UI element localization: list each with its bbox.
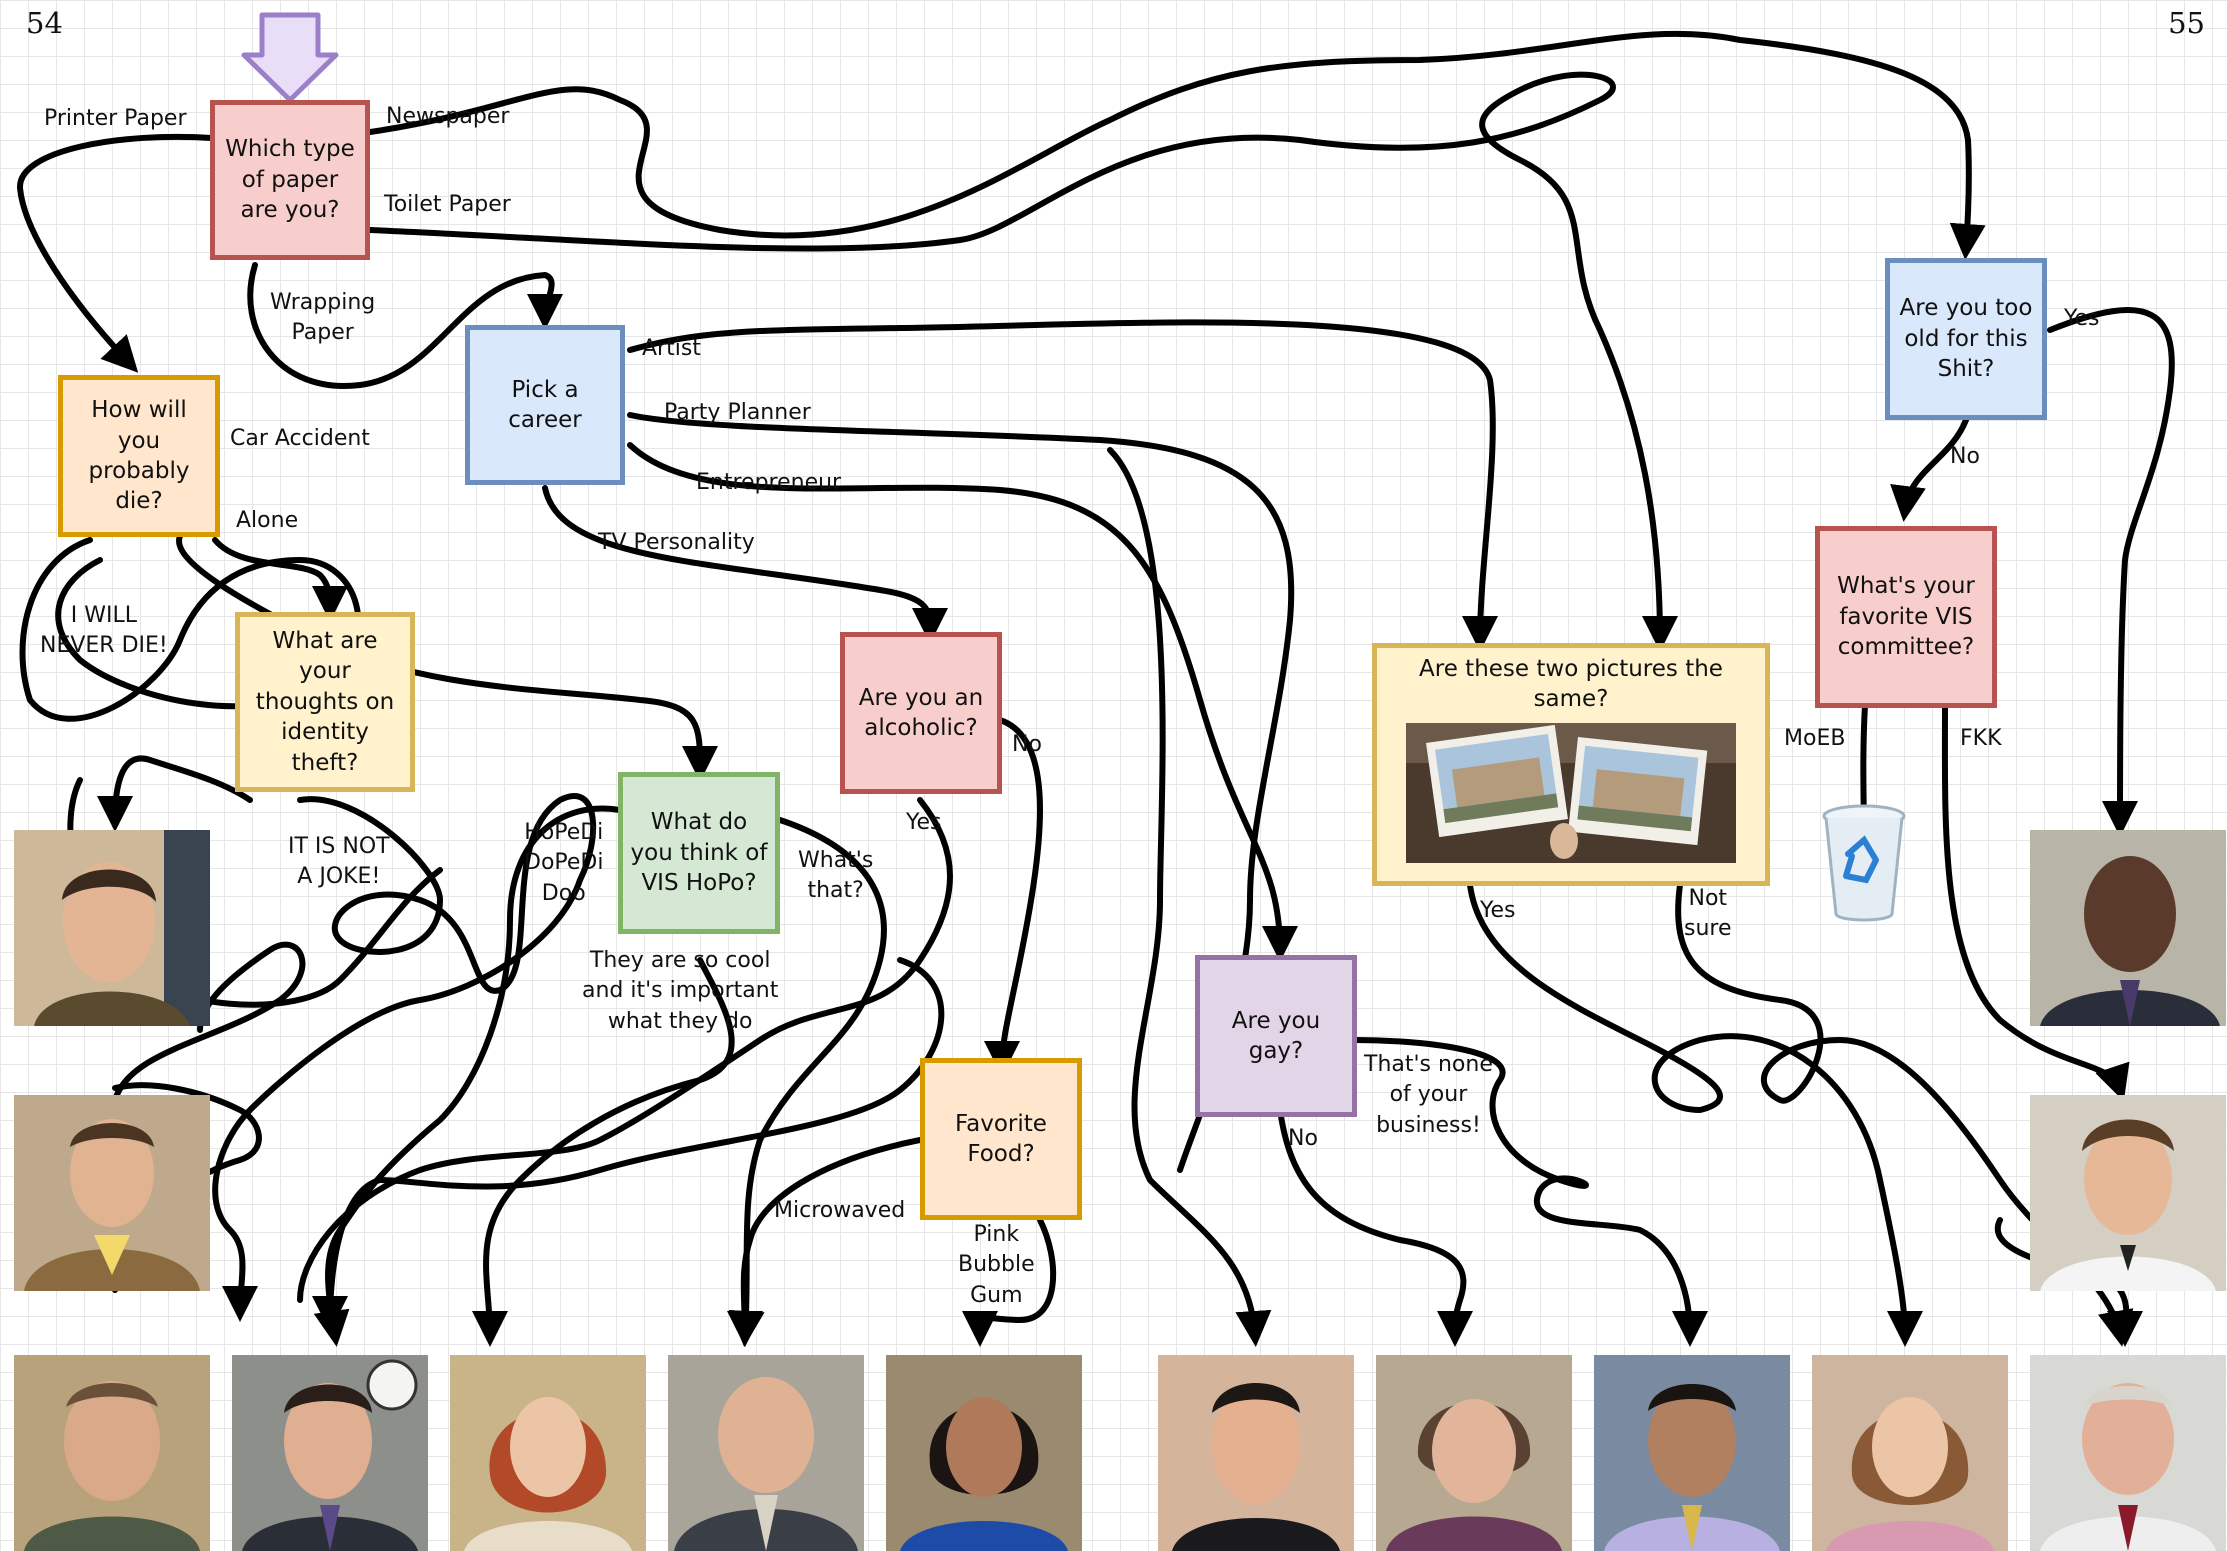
portrait-pam	[1812, 1355, 2008, 1551]
portrait-phyllis	[1376, 1355, 1572, 1551]
label-so-cool: They are so cool and it's important what…	[582, 948, 779, 1034]
label-gay-no: No	[1288, 1126, 1318, 1151]
label-old-yes: Yes	[2064, 306, 2100, 331]
portrait-toby	[14, 1355, 210, 1551]
portrait-dwight	[14, 830, 210, 1026]
label-party-planner: Party Planner	[664, 400, 811, 425]
node-vis-hopo: What do you think of VIS HoPo?	[618, 772, 780, 934]
label-not-sure: Not sure	[1684, 886, 1732, 942]
node-career: Pick a career	[465, 325, 625, 485]
label-alone: Alone	[236, 508, 299, 533]
portrait-meredith	[450, 1355, 646, 1551]
portrait-creed	[2030, 1355, 2226, 1551]
node-how-die: How will you probably die?	[58, 375, 220, 537]
label-printer-paper: Printer Paper	[44, 106, 187, 131]
label-hopedi: HoPeDi DoPeDi Doo	[524, 820, 604, 906]
node-favorite-food-text: Favorite Food?	[955, 1110, 1047, 1167]
label-alcoholic-yes: Yes	[906, 810, 942, 835]
node-identity-theft-text: What are your thoughts on identity theft…	[255, 628, 395, 776]
label-entrepreneur: Entrepreneur	[696, 470, 842, 495]
page-number-left: 54	[26, 6, 63, 40]
node-gay: Are you gay?	[1195, 955, 1357, 1117]
label-moeb: MoEB	[1784, 726, 1846, 751]
label-whats-that: What's that?	[798, 848, 874, 904]
node-paper-type: Which type of paper are you?	[210, 100, 370, 260]
portrait-kevin	[668, 1355, 864, 1551]
portrait-jim	[2030, 1095, 2226, 1291]
label-never-die: I WILL NEVER DIE!	[40, 603, 168, 659]
label-car-accident: Car Accident	[230, 426, 370, 451]
node-alcoholic-text: Are you an alcoholic?	[858, 684, 984, 741]
node-how-die-text: How will you probably die?	[88, 397, 190, 515]
portrait-kelly	[886, 1355, 1082, 1551]
node-vis-committee: What's your favorite VIS committee?	[1815, 526, 1997, 708]
node-pictures-same-text: Are these two pictures the same?	[1419, 656, 1723, 713]
label-microwaved: Microwaved	[774, 1198, 906, 1223]
start-arrow	[241, 12, 339, 103]
label-artist: Artist	[642, 336, 701, 361]
label-tv-personality: TV Personality	[598, 530, 755, 555]
node-career-text: Pick a career	[508, 376, 582, 433]
node-pictures-same: Are these two pictures the same?	[1372, 643, 1770, 886]
label-fkk: FKK	[1960, 726, 2002, 751]
label-newspaper: Newspaper	[386, 104, 510, 129]
label-alcoholic-no: No	[1012, 732, 1042, 757]
label-wrapping-paper: Wrapping Paper	[270, 290, 376, 346]
label-pictures-yes: Yes	[1480, 898, 1516, 923]
label-pink-bubble-gum: Pink Bubble Gum	[958, 1222, 1035, 1308]
node-too-old-text: Are you too old for this Shit?	[1899, 295, 2033, 383]
portrait-oscar	[1594, 1355, 1790, 1551]
node-vis-committee-text: What's your favorite VIS committee?	[1837, 573, 1975, 661]
recycle-bin-icon	[1822, 804, 1906, 922]
label-old-no: No	[1950, 444, 1980, 469]
portrait-andy	[14, 1095, 210, 1291]
label-none-of-your-business: That's none of your business!	[1364, 1052, 1493, 1138]
node-paper-type-text: Which type of paper are you?	[225, 136, 355, 224]
portrait-michael	[232, 1355, 428, 1551]
node-identity-theft: What are your thoughts on identity theft…	[235, 612, 415, 792]
label-toilet-paper: Toilet Paper	[384, 192, 511, 217]
photo-pair	[1406, 722, 1736, 863]
node-favorite-food: Favorite Food?	[920, 1058, 1082, 1220]
page-number-right: 55	[2168, 6, 2205, 40]
portrait-ryan	[1158, 1355, 1354, 1551]
node-too-old: Are you too old for this Shit?	[1885, 258, 2047, 420]
label-not-a-joke: IT IS NOT A JOKE!	[288, 834, 390, 890]
node-gay-text: Are you gay?	[1231, 1007, 1321, 1064]
node-alcoholic: Are you an alcoholic?	[840, 632, 1002, 794]
portrait-stanley	[2030, 830, 2226, 1026]
node-vis-hopo-text: What do you think of VIS HoPo?	[630, 809, 768, 897]
